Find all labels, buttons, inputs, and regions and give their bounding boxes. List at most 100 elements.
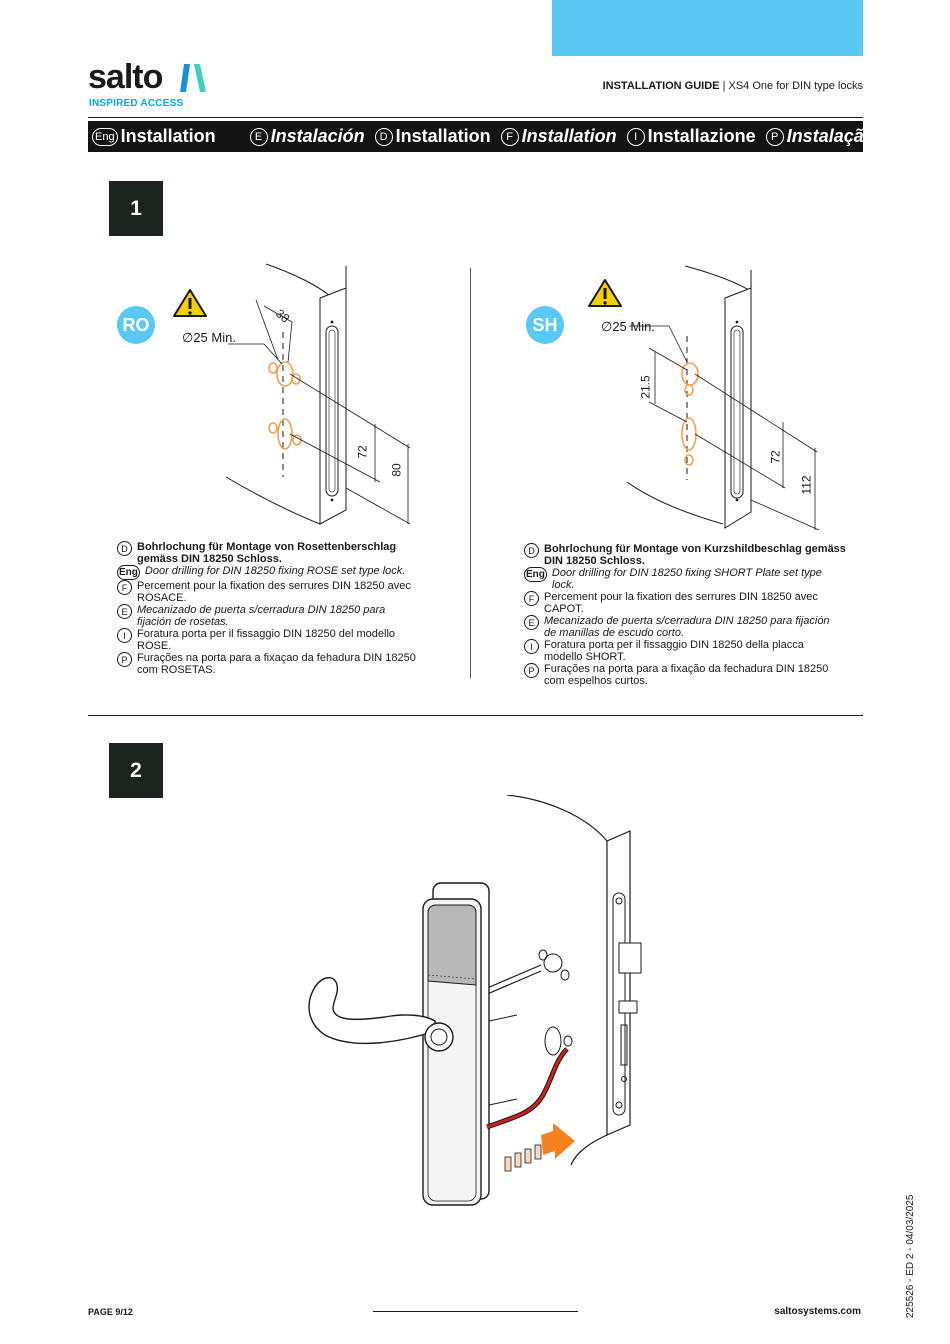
text-line: DIN 18250 Schloss. xyxy=(544,555,645,567)
brand-tagline: INSPIRED ACCESS xyxy=(89,98,184,109)
text-line: Foratura porta per il fissaggio DIN 1825… xyxy=(137,628,396,640)
guide-title: INSTALLATION GUIDE | XS4 One for DIN typ… xyxy=(603,80,863,92)
text-line: Door drilling for DIN 18250 fixing SHORT… xyxy=(551,567,822,579)
short-dim-mid: 72 xyxy=(768,450,783,464)
footer-website: saltosystems.com xyxy=(774,1306,861,1317)
column-divider xyxy=(470,268,471,678)
rose-drilling-diagram xyxy=(173,263,411,525)
lang-code-badge: F xyxy=(117,580,132,595)
short-text-i: I Foratura porta per il fissaggio DIN 182… xyxy=(524,639,854,663)
lang-code-badge: E xyxy=(524,615,539,630)
lang-code-badge: F xyxy=(524,591,539,606)
footer-rule xyxy=(373,1311,578,1312)
guide-separator: | xyxy=(719,80,729,92)
warning-icon xyxy=(173,289,207,317)
lang-code-badge: F xyxy=(500,127,519,146)
guide-label: INSTALLATION GUIDE xyxy=(602,80,720,92)
lang-code-badge: I xyxy=(524,639,539,654)
lang-title: Instalação xyxy=(786,126,875,146)
guide-product: XS4 One for DIN type locks xyxy=(728,80,864,92)
short-text-eng: Eng Door drilling for DIN 18250 fixing SH… xyxy=(524,567,854,591)
short-dim-total: 112 xyxy=(799,475,814,495)
text-line: lock. xyxy=(551,579,575,591)
short-text-f: F Percement pour la fixation des serrures… xyxy=(524,591,854,615)
lang-code-badge: E xyxy=(117,604,132,619)
lang-title: Installation xyxy=(395,126,491,146)
text-line: ROSE. xyxy=(137,640,172,652)
lock-installation-illustration xyxy=(308,795,642,1206)
text-line: com ROSETAS. xyxy=(137,664,216,676)
text-line: modello SHORT. xyxy=(544,651,626,663)
rose-text-f: F Percement pour la fixation des serrures… xyxy=(117,580,447,604)
rose-dim-total: 80 xyxy=(389,463,404,477)
lang-code-badge: I xyxy=(626,127,645,146)
brand-logo-icon xyxy=(180,64,206,92)
lang-code-badge: Eng xyxy=(117,565,140,580)
rose-description: D Bohrlochung für Montage von Rosettenber… xyxy=(117,541,447,676)
text-line: Foratura porta per il fissaggio DIN 1825… xyxy=(544,639,804,651)
rose-text-d: D Bohrlochung für Montage von Rosettenber… xyxy=(117,541,447,565)
step-number-box: 2 xyxy=(109,743,163,798)
rose-text-p: P Furações na porta para a fixaçao da feh… xyxy=(117,652,447,676)
text-line: Bohrlochung für Montage von Rosettenbers… xyxy=(137,541,397,553)
short-text-d: D Bohrlochung für Montage von Kurzshildbe… xyxy=(524,543,854,567)
page-number: PAGE 9/12 xyxy=(88,1307,133,1317)
header-accent-block xyxy=(552,0,863,56)
lang-code-badge: Eng xyxy=(524,567,547,582)
brand-logo-text: salto xyxy=(88,58,163,96)
text-line: com espelhos curtos. xyxy=(544,675,648,687)
lang-code-badge: D xyxy=(524,543,539,558)
lang-title: Installation xyxy=(120,126,216,146)
text-line: CAPOT. xyxy=(544,603,584,615)
text-line: Door drilling for DIN 18250 fixing ROSE … xyxy=(144,565,406,577)
short-dim-top: 21.5 xyxy=(638,375,653,399)
lang-title: Installazione xyxy=(647,126,756,146)
rose-text-i: I Foratura porta per il fissaggio DIN 182… xyxy=(117,628,447,652)
warning-icon xyxy=(588,279,622,307)
lang-code-badge: I xyxy=(117,628,132,643)
short-diameter-label: ∅25 Min. xyxy=(601,319,655,334)
step-number-box: 1 xyxy=(109,181,163,236)
document-code: 225526 - ED 2 - 04/03/2025 xyxy=(905,1194,916,1318)
section-rule xyxy=(88,715,863,716)
lang-title: Installation xyxy=(521,126,617,146)
text-line: gemäss DIN 18250 Schloss. xyxy=(137,553,282,565)
rose-dim-mid: 72 xyxy=(355,445,370,459)
text-line: de manillas de escudo corto. xyxy=(544,627,685,639)
lang-code-badge: P xyxy=(117,652,132,667)
insert-arrow-icon xyxy=(541,1123,575,1159)
text-line: ROSACE. xyxy=(137,592,187,604)
text-line: Mecanizado de puerta s/cerradura DIN 182… xyxy=(137,604,386,616)
lang-code-badge: Eng xyxy=(92,127,118,146)
rose-text-e: E Mecanizado de puerta s/cerradura DIN 18… xyxy=(117,604,447,628)
short-text-e: E Mecanizado de puerta s/cerradura DIN 18… xyxy=(524,615,854,639)
short-drilling-diagram xyxy=(588,265,820,531)
short-description: D Bohrlochung für Montage von Kurzshildbe… xyxy=(524,543,854,687)
rose-diameter-label: ∅25 Min. xyxy=(182,330,236,345)
lang-code-badge: D xyxy=(117,541,132,556)
text-line: Percement pour la fixation des serrures … xyxy=(137,580,411,592)
text-line: fijación de rosetas. xyxy=(137,616,229,628)
short-badge: SH xyxy=(526,306,564,344)
rose-text-eng: Eng Door drilling for DIN 18250 fixing RO… xyxy=(117,565,447,580)
lang-code-badge: E xyxy=(249,127,268,146)
text-line: Bohrlochung für Montage von Kurzshildbes… xyxy=(544,543,846,555)
rose-badge: RO xyxy=(117,306,155,344)
lang-code-badge: D xyxy=(374,127,393,146)
text-line: Furações na porta para a fixaçao da feha… xyxy=(137,652,416,664)
short-text-p: P Furações na porta para a fixação da fec… xyxy=(524,663,854,687)
text-line: Mecanizado de puerta s/cerradura DIN 182… xyxy=(544,615,830,627)
lang-title: Instalación xyxy=(270,126,365,146)
header-rule xyxy=(88,117,863,118)
lang-code-badge: P xyxy=(524,663,539,678)
lang-code-badge: P xyxy=(765,127,784,146)
text-line: Furações na porta para a fixação da fech… xyxy=(544,663,829,675)
text-line: Percement pour la fixation des serrures … xyxy=(544,591,818,603)
